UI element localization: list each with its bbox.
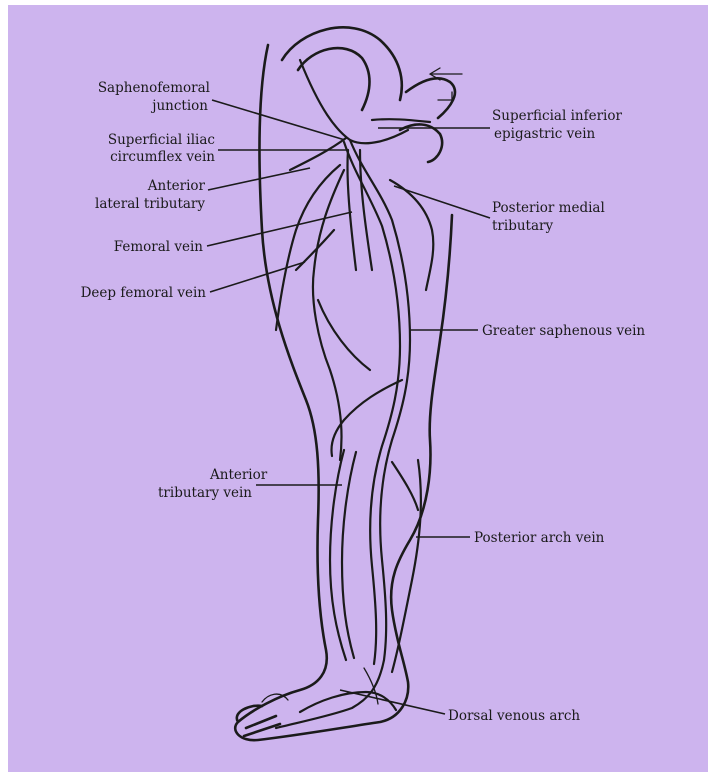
- leader-posterior-medial: [394, 186, 490, 218]
- vein-network: [276, 60, 433, 728]
- label-superficial-inferior-line1: Superficial inferior: [492, 108, 622, 124]
- leader-femoral: [207, 212, 352, 246]
- label-saphenofemoral-line1: Saphenofemoral: [98, 80, 210, 96]
- leader-dorsal-venous-arch: [340, 690, 445, 714]
- label-superficial-iliac-line1: Superficial iliac: [108, 132, 215, 148]
- label-posterior-medial-line1: Posterior medial: [492, 200, 605, 216]
- label-posterior-medial-line2: tributary: [492, 218, 553, 234]
- label-posterior-arch-vein: Posterior arch vein: [474, 530, 605, 546]
- label-greater-saphenous-vein: Greater saphenous vein: [482, 323, 645, 339]
- label-anterior-tributary-line2: tributary vein: [158, 485, 252, 501]
- label-superficial-inferior-line2: epigastric vein: [494, 126, 596, 142]
- leader-deep-femoral: [210, 262, 305, 292]
- label-anterior-lateral-line2: lateral tributary: [95, 196, 205, 212]
- leader-saphenofemoral: [212, 100, 345, 140]
- label-femoral-vein: Femoral vein: [114, 239, 204, 255]
- label-deep-femoral-vein: Deep femoral vein: [81, 285, 207, 301]
- label-anterior-tributary-line1: Anterior: [209, 467, 268, 483]
- label-anterior-lateral-line1: Anterior: [147, 178, 206, 194]
- label-saphenofemoral-line2: junction: [150, 98, 208, 114]
- label-superficial-iliac-line2: circumflex vein: [110, 149, 215, 165]
- label-dorsal-venous-arch: Dorsal venous arch: [448, 708, 580, 724]
